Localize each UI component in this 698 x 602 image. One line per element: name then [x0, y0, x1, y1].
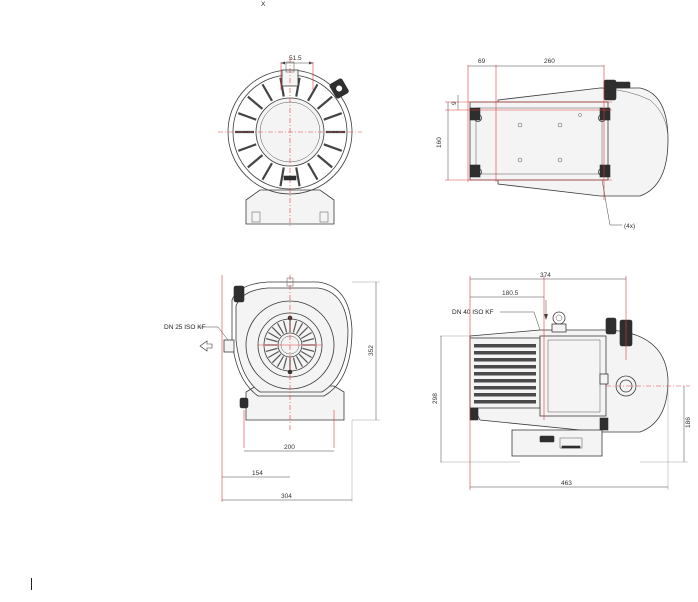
cooling-fin: [279, 167, 285, 187]
cooling-fin: [474, 365, 536, 369]
impeller-vane: [268, 331, 280, 340]
cooling-fin: [474, 379, 536, 383]
impeller-vane: [300, 331, 312, 340]
cooling-fin: [247, 95, 264, 110]
cooling-fin: [316, 95, 333, 110]
cooling-fin: [295, 77, 301, 97]
cooling-fin: [247, 154, 264, 169]
impeller-vane: [292, 357, 298, 370]
impeller-vane: [298, 326, 309, 337]
impeller-vane: [292, 320, 298, 333]
dim-304: 304: [281, 493, 292, 500]
cooling-fin: [316, 154, 333, 169]
cooling-fin: [323, 143, 343, 152]
impeller-vane: [302, 337, 315, 343]
cooling-fin: [307, 83, 319, 102]
impeller-vane: [298, 353, 309, 364]
view-end: DN 25 ISO KF 352 200 154 304: [164, 275, 380, 502]
callout-4x: (4x): [624, 223, 635, 230]
dim-51-5: 51.5: [289, 55, 302, 62]
dim-186: 186: [685, 417, 692, 428]
cooling-fin: [323, 112, 343, 121]
dim-154: 154: [252, 470, 263, 477]
impeller-vane: [302, 347, 315, 353]
header-mark: X: [261, 1, 266, 8]
impeller-vane: [276, 355, 285, 367]
label-dn25: DN 25 ISO KF: [164, 324, 206, 331]
page-corner-mark: [31, 578, 32, 590]
impeller-vane: [295, 355, 304, 367]
dim-374: 374: [540, 272, 551, 279]
impeller-vane: [265, 337, 278, 343]
impeller-vane: [268, 350, 280, 359]
impeller-vane: [265, 347, 278, 353]
impeller-vane: [282, 320, 288, 333]
dim-180-5: 180.5: [502, 290, 519, 297]
cooling-fin: [474, 351, 536, 355]
dim-260: 260: [544, 58, 555, 65]
cooling-fin: [307, 162, 319, 181]
dim-298: 298: [432, 393, 439, 404]
cooling-fin: [237, 143, 257, 152]
impeller-vane: [295, 323, 304, 335]
dim-9: 9: [451, 101, 458, 105]
cooling-fin: [474, 372, 536, 376]
impeller-vane: [271, 326, 282, 337]
dim-160: 160: [436, 137, 443, 148]
cooling-fin: [261, 83, 273, 102]
label-dn40: DN 40 ISO KF: [452, 309, 494, 316]
cooling-fin: [474, 344, 536, 348]
view-front-top: 51.5: [218, 55, 362, 228]
dim-463: 463: [561, 480, 572, 487]
cooling-fin: [474, 386, 536, 390]
view-top-plan: 69 260 160 9 (4x): [436, 58, 669, 230]
dim-200: 200: [284, 444, 295, 451]
impeller-vane: [300, 350, 312, 359]
impeller-vane: [282, 357, 288, 370]
cooling-fin: [295, 167, 301, 187]
dim-352: 352: [368, 345, 375, 356]
dim-69: 69: [478, 58, 486, 65]
view-side: DN 40 ISO KF 374 180.5 298 186 463: [432, 272, 692, 490]
cooling-fin: [237, 112, 257, 121]
impeller-vane: [276, 323, 285, 335]
cooling-fin: [474, 393, 536, 397]
cooling-fin: [474, 358, 536, 362]
cooling-fin: [261, 162, 273, 181]
impeller-vane: [271, 353, 282, 364]
cooling-fin: [474, 400, 536, 404]
